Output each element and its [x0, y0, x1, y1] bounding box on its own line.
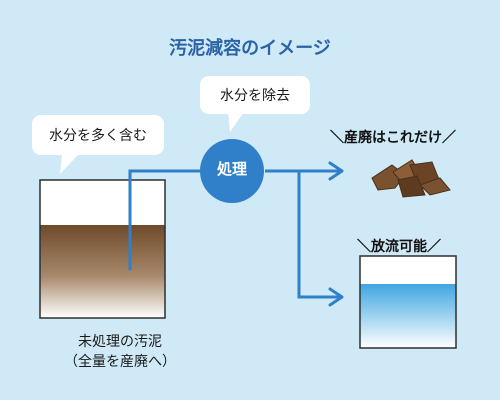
- diagram-title: 汚泥減容のイメージ: [169, 38, 331, 59]
- waste-pile: [371, 159, 451, 198]
- bubble-water-rich: 水分を多く含む: [32, 115, 164, 155]
- caption-untreated: 未処理の汚泥 （全量を産廃へ）: [20, 332, 220, 372]
- process-circle: [200, 139, 264, 203]
- caption-untreated-line1: 未処理の汚泥: [78, 334, 162, 350]
- callout-release: ＼放流可能／: [357, 239, 441, 255]
- process-label: 処理: [216, 160, 247, 178]
- water-container: [359, 255, 457, 349]
- flow-arrow: [328, 161, 344, 307]
- bubble-water-removed-text: 水分を除去: [220, 88, 290, 104]
- flow-pipe: [128, 169, 340, 299]
- caption-untreated-line2: （全量を産廃へ）: [64, 354, 176, 370]
- sludge-container: [39, 179, 166, 319]
- bubble-water-removed: 水分を除去: [200, 76, 310, 114]
- bubble-water-rich-text: 水分を多く含む: [49, 128, 147, 144]
- bubble-tails: [60, 112, 244, 174]
- callout-waste: ＼産廃はこれだけ／: [330, 130, 456, 146]
